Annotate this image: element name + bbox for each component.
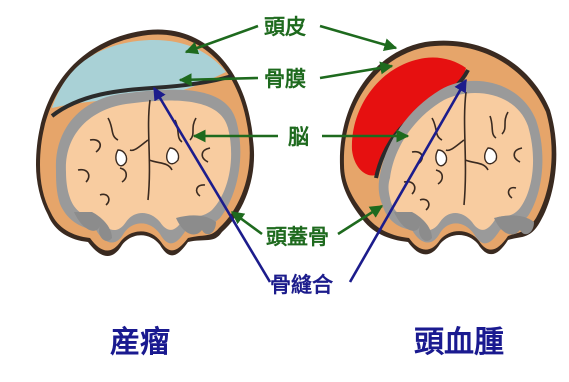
cephalohematoma-figure xyxy=(340,41,556,255)
skull-arrow-left xyxy=(232,212,262,234)
label-scalp: 頭皮 xyxy=(264,15,306,39)
label-skull: 頭蓋骨 xyxy=(266,225,329,249)
caption-caput-succedaneum: 産瘤 xyxy=(110,325,170,360)
left-ventricle-2 xyxy=(167,148,179,164)
label-periosteum: 骨膜 xyxy=(264,67,306,91)
caption-cephalohematoma: 頭血腫 xyxy=(414,325,504,360)
label-suture: 骨縫合 xyxy=(270,273,334,297)
label-brain: 脳 xyxy=(288,125,309,149)
scalp-arrow-right xyxy=(320,26,396,48)
right-ventricle-2 xyxy=(485,148,497,164)
caput-succedaneum-figure xyxy=(36,29,254,256)
